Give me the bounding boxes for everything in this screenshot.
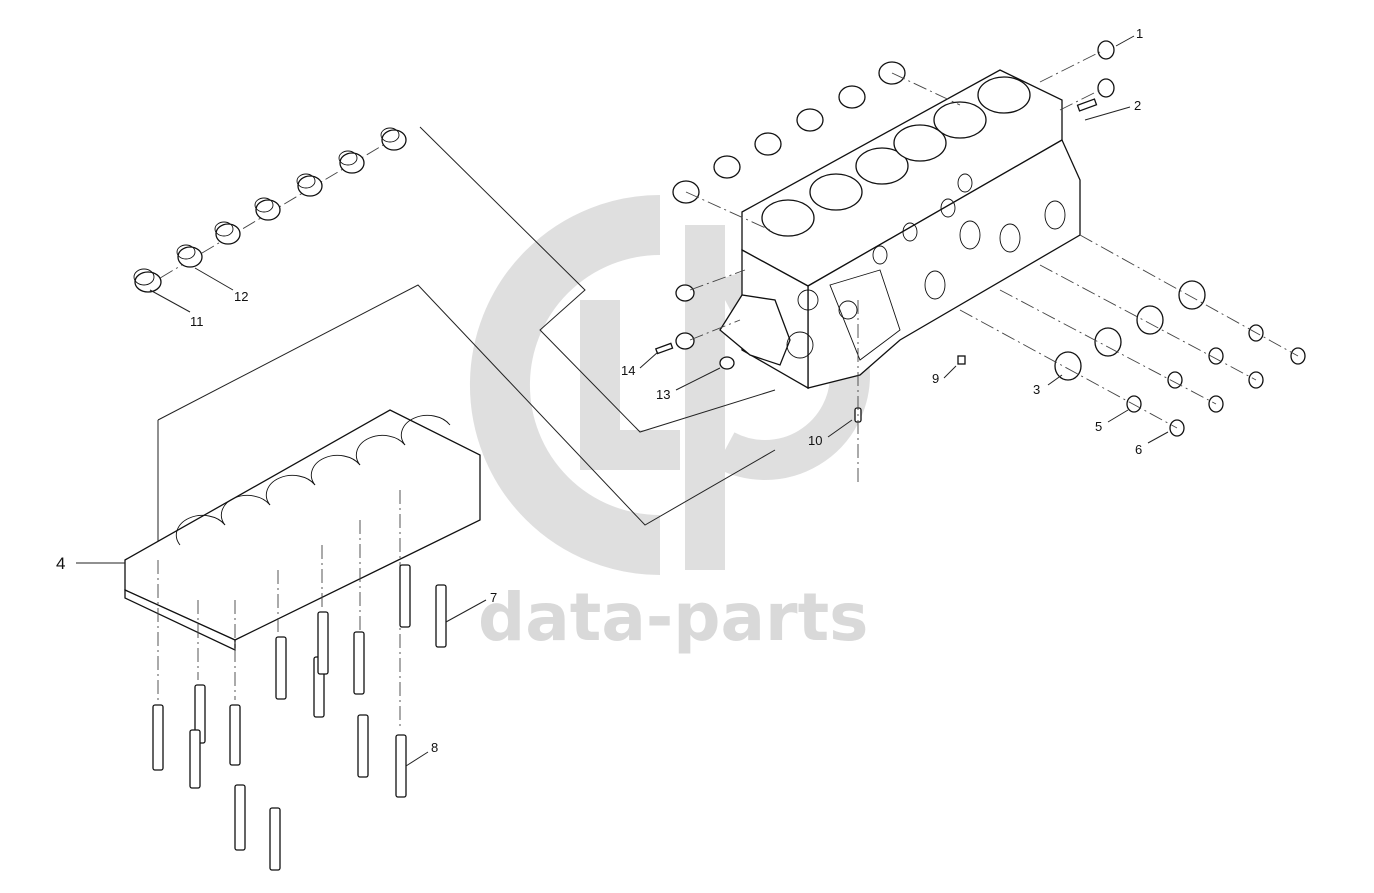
callout-11: 11 <box>190 314 204 329</box>
callout-13: 13 <box>656 387 670 402</box>
callout-10: 10 <box>808 433 822 448</box>
callout-1: 1 <box>1136 26 1143 41</box>
callout-2: 2 <box>1134 98 1141 113</box>
callout-3: 3 <box>1033 382 1040 397</box>
liner-rings <box>672 61 961 231</box>
callout-4: 4 <box>56 554 65 573</box>
callout-5: 5 <box>1095 419 1102 434</box>
engine-block <box>719 69 1081 390</box>
callout-9: 9 <box>932 371 939 386</box>
plug-1 <box>1039 40 1115 112</box>
callout-12: 12 <box>234 289 248 304</box>
callout-6: 6 <box>1135 442 1142 457</box>
callout-14: 14 <box>621 363 635 378</box>
bushing-row <box>133 127 407 293</box>
callout-7: 7 <box>490 590 497 605</box>
plugs-right <box>959 234 1306 437</box>
crankcase <box>124 409 481 730</box>
small-fittings <box>654 269 966 485</box>
watermark-text: data-parts <box>478 579 868 656</box>
callout-8: 8 <box>431 740 438 755</box>
